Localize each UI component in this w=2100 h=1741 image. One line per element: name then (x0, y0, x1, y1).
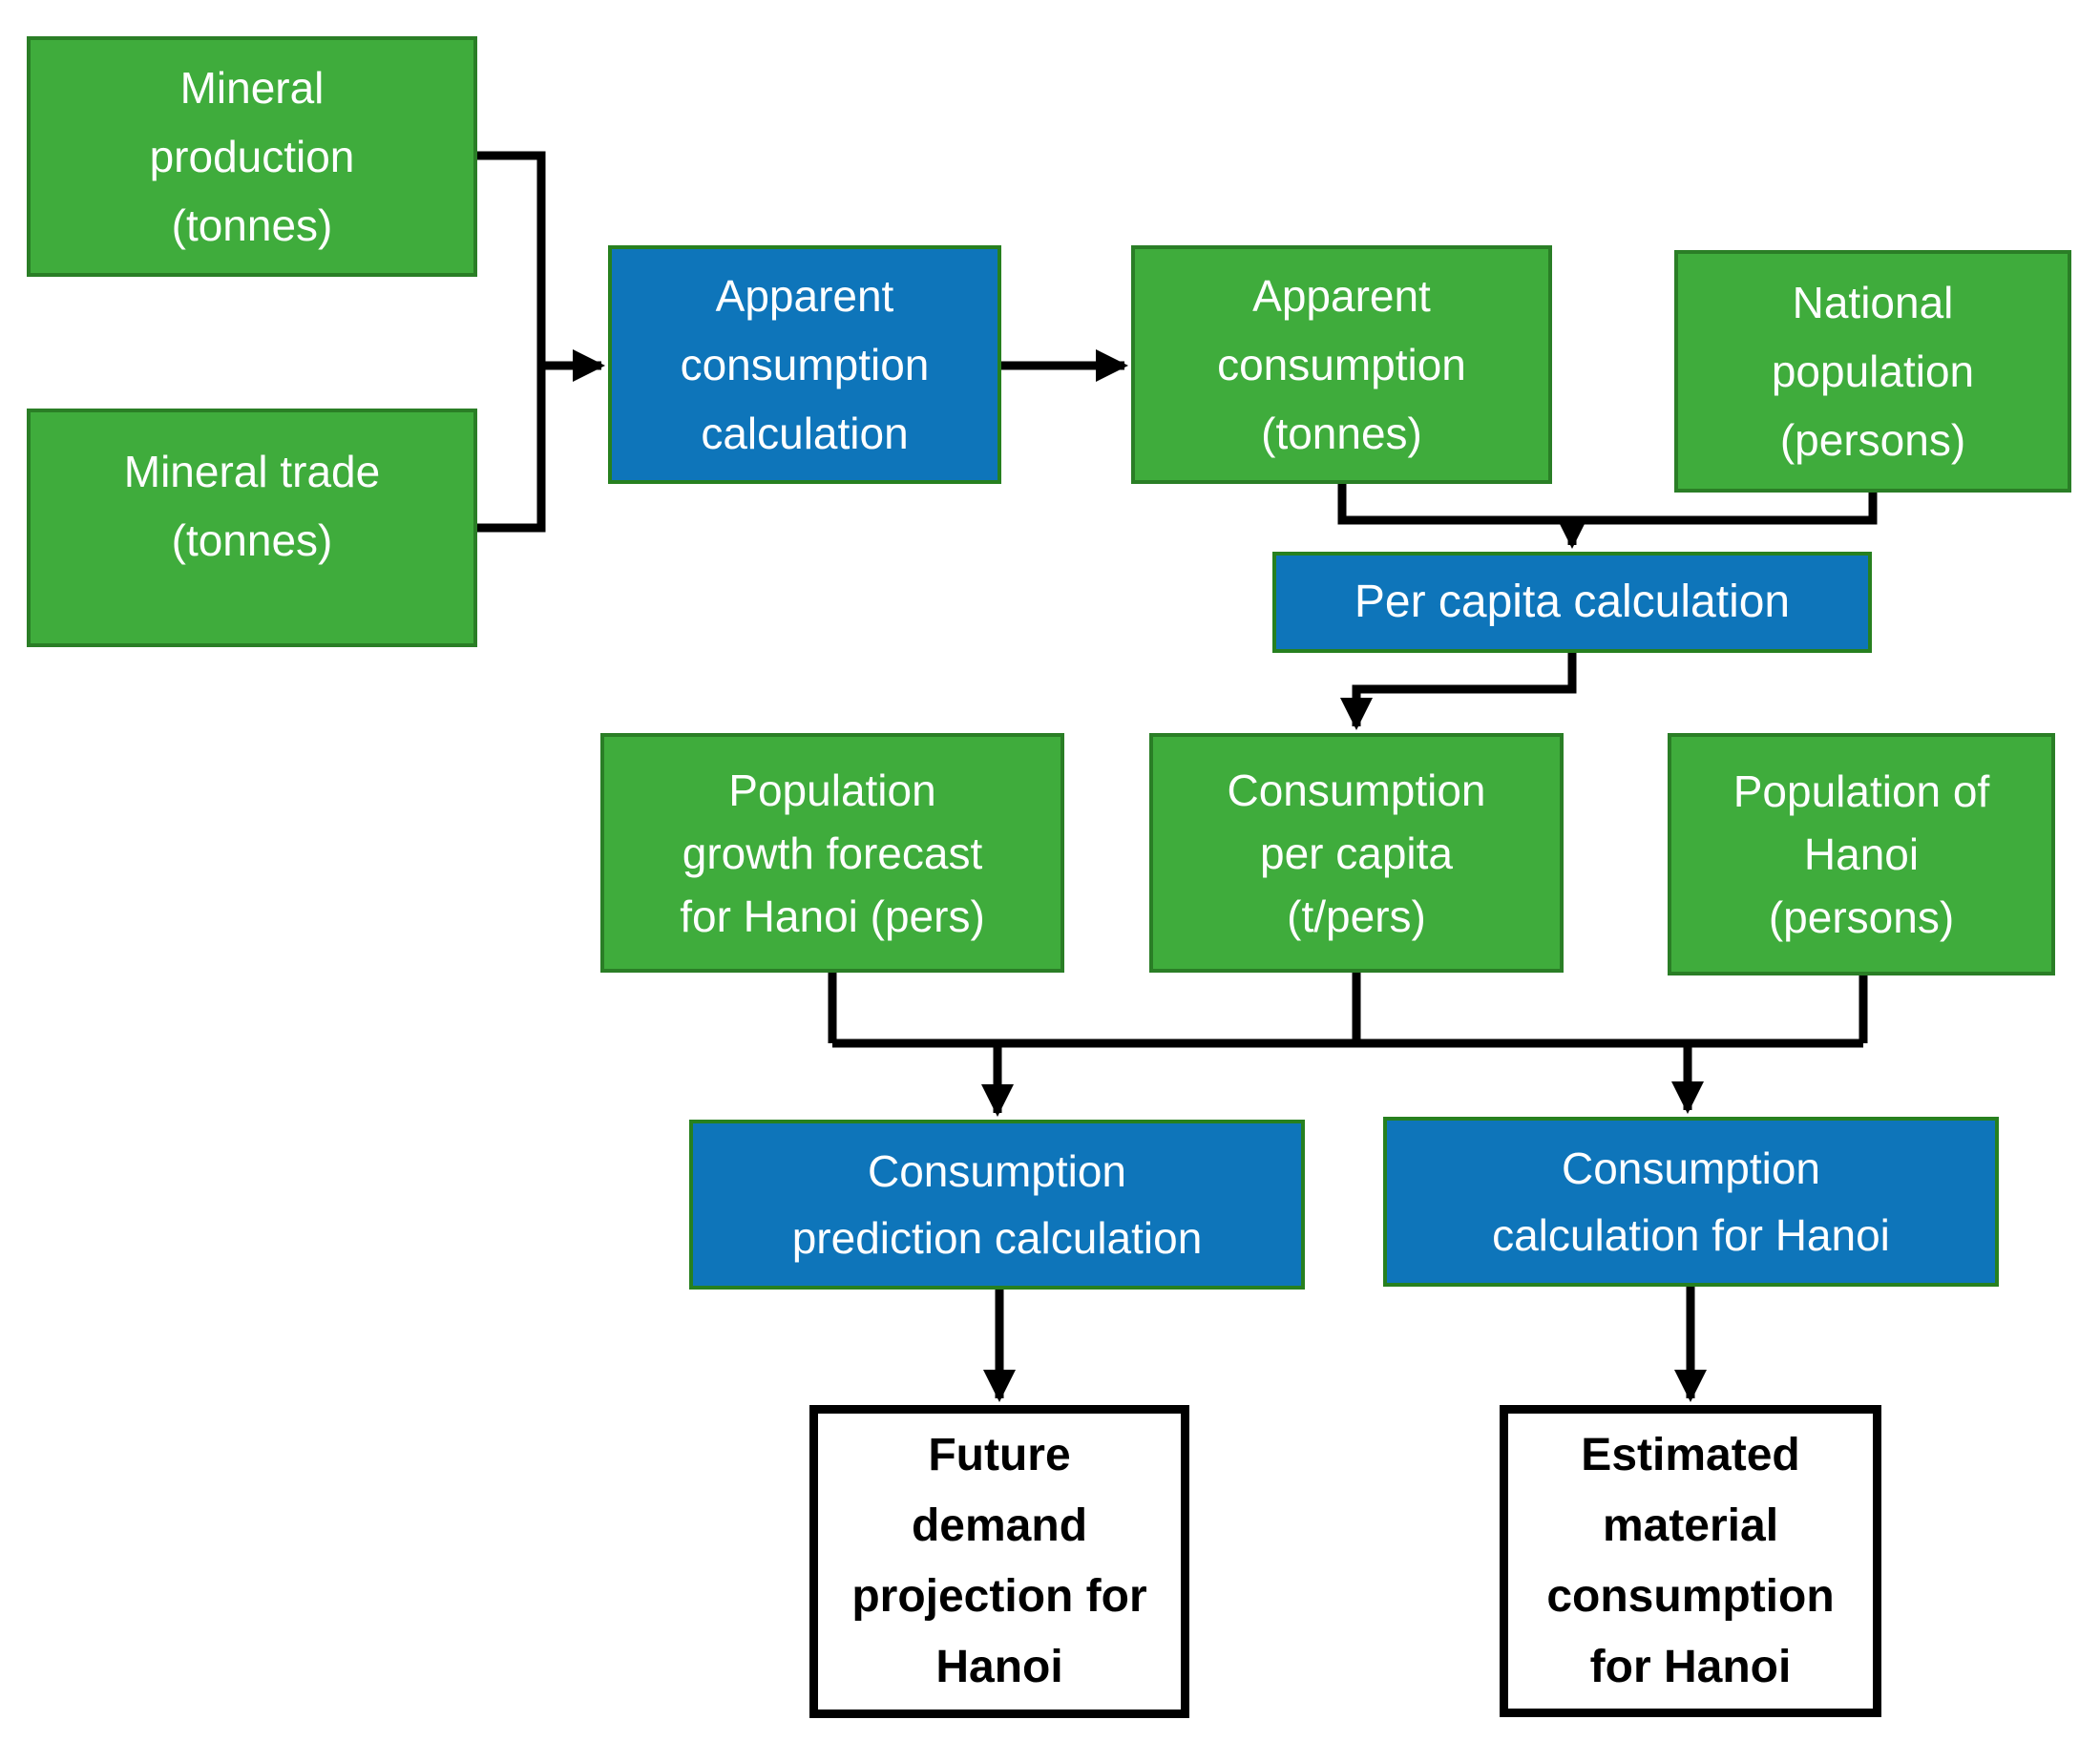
node-apparent-consumption-calculation-label: Apparent consumption calculation (680, 271, 930, 458)
node-estimated-material-consumption: Estimated material consumption for Hanoi (1500, 1405, 1881, 1717)
edge-middle-row-bus (828, 973, 1868, 1048)
node-mineral-production: Mineral production (tonnes) (27, 36, 477, 277)
node-apparent-consumption: Apparent consumption (tonnes) (1131, 245, 1552, 484)
node-consumption-prediction-calculation: Consumption prediction calculation (689, 1120, 1305, 1290)
node-consumption-calculation-for-hanoi: Consumption calculation for Hanoi (1383, 1117, 1999, 1287)
node-population-of-hanoi-label: Population of Hanoi (persons) (1732, 766, 1990, 942)
node-consumption-per-capita: Consumption per capita (t/pers) (1149, 733, 1564, 973)
node-consumption-prediction-calculation-label: Consumption prediction calculation (791, 1146, 1203, 1263)
node-consumption-calculation-for-hanoi-label: Consumption calculation for Hanoi (1492, 1143, 1890, 1260)
node-consumption-per-capita-label: Consumption per capita (t/pers) (1227, 765, 1486, 941)
node-apparent-consumption-label: Apparent consumption (tonnes) (1217, 271, 1466, 458)
node-mineral-trade-label: Mineral trade (tonnes) (123, 447, 381, 565)
node-population-growth-forecast: Population growth forecast for Hanoi (pe… (600, 733, 1064, 973)
edge-per-capita-calculation-to-consumption-per-capita (1340, 653, 1577, 730)
node-apparent-consumption-calculation: Apparent consumption calculation (608, 245, 1001, 484)
node-mineral-production-label: Mineral production (tonnes) (149, 63, 355, 250)
node-population-growth-forecast-label: Population growth forecast for Hanoi (pe… (680, 765, 985, 941)
node-national-population: National population (persons) (1674, 250, 2071, 493)
node-future-demand-projection: Future demand projection for Hanoi (809, 1405, 1189, 1718)
node-national-population-label: National population (persons) (1771, 278, 1975, 465)
node-per-capita-calculation: Per capita calculation (1272, 552, 1872, 653)
edge-mineral-inputs-trunk (477, 151, 546, 533)
node-mineral-trade: Mineral trade (tonnes) (27, 409, 477, 647)
node-future-demand-projection-label: Future demand projection for Hanoi (851, 1430, 1147, 1692)
node-population-of-hanoi: Population of Hanoi (persons) (1668, 733, 2055, 975)
node-estimated-material-consumption-label: Estimated material consumption for Hanoi (1546, 1429, 1835, 1692)
node-per-capita-calculation-label: Per capita calculation (1354, 577, 1791, 627)
